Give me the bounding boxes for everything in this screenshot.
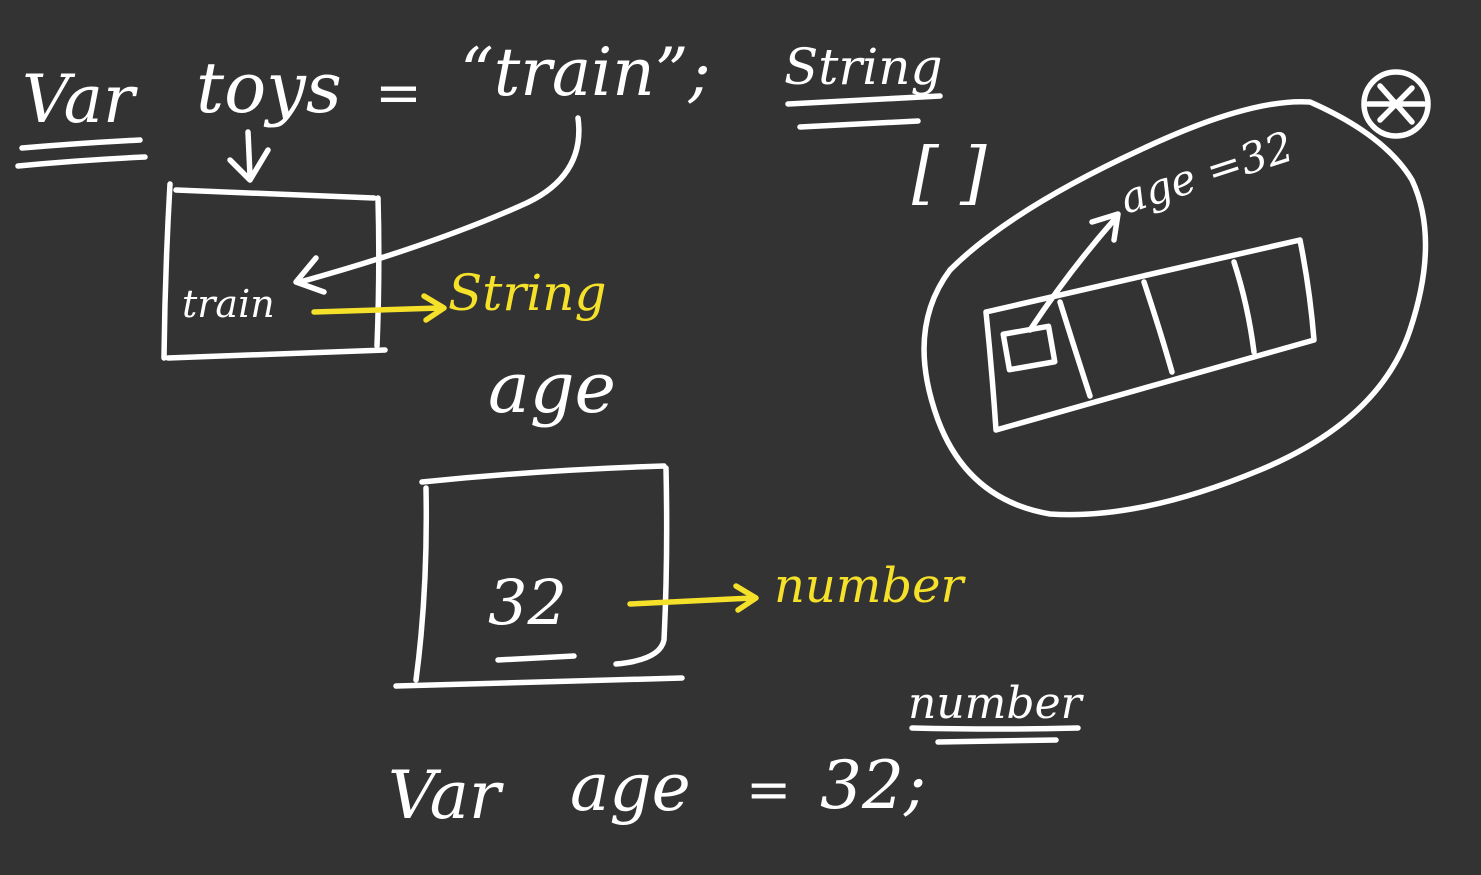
var-keyword-1: Var bbox=[22, 61, 138, 138]
age-box-content: 32 bbox=[488, 566, 567, 639]
type-label-number-bottom: number bbox=[908, 678, 1085, 729]
array-bracket: [ ] bbox=[912, 134, 987, 213]
var-name-toys: toys bbox=[196, 47, 342, 129]
memory-annotation: age =32 bbox=[1114, 122, 1299, 224]
value-train: “train”; bbox=[460, 34, 711, 111]
toys-box-content: train bbox=[182, 282, 275, 326]
type-label-string-box: String bbox=[448, 264, 606, 322]
var-underline-1 bbox=[15, 137, 148, 169]
circled-x-icon bbox=[1361, 69, 1431, 139]
arrow-to-number-type bbox=[627, 583, 759, 613]
arrow-toys-to-box bbox=[227, 129, 271, 183]
memory-blob bbox=[921, 98, 1429, 518]
type-label-string-top: String bbox=[784, 38, 942, 96]
var-name-age: age bbox=[570, 749, 691, 826]
number-underline bbox=[909, 725, 1081, 745]
age-box bbox=[393, 463, 685, 689]
memory-cells bbox=[983, 237, 1317, 433]
equals-1: = bbox=[375, 61, 422, 126]
var-keyword-2: Var bbox=[388, 757, 504, 834]
string-underline bbox=[785, 93, 943, 130]
equals-2: = bbox=[746, 758, 791, 821]
toys-box bbox=[161, 181, 388, 361]
memory-small-cell bbox=[1000, 323, 1058, 373]
arrow-value-to-box bbox=[293, 115, 582, 295]
type-label-number-box: number bbox=[774, 558, 966, 614]
arrow-cell-to-annotation bbox=[1027, 211, 1121, 333]
age-content-underline bbox=[495, 653, 577, 663]
arrow-to-string-type bbox=[311, 293, 447, 323]
value-32: 32; bbox=[820, 747, 926, 824]
age-box-title: age bbox=[488, 347, 616, 429]
